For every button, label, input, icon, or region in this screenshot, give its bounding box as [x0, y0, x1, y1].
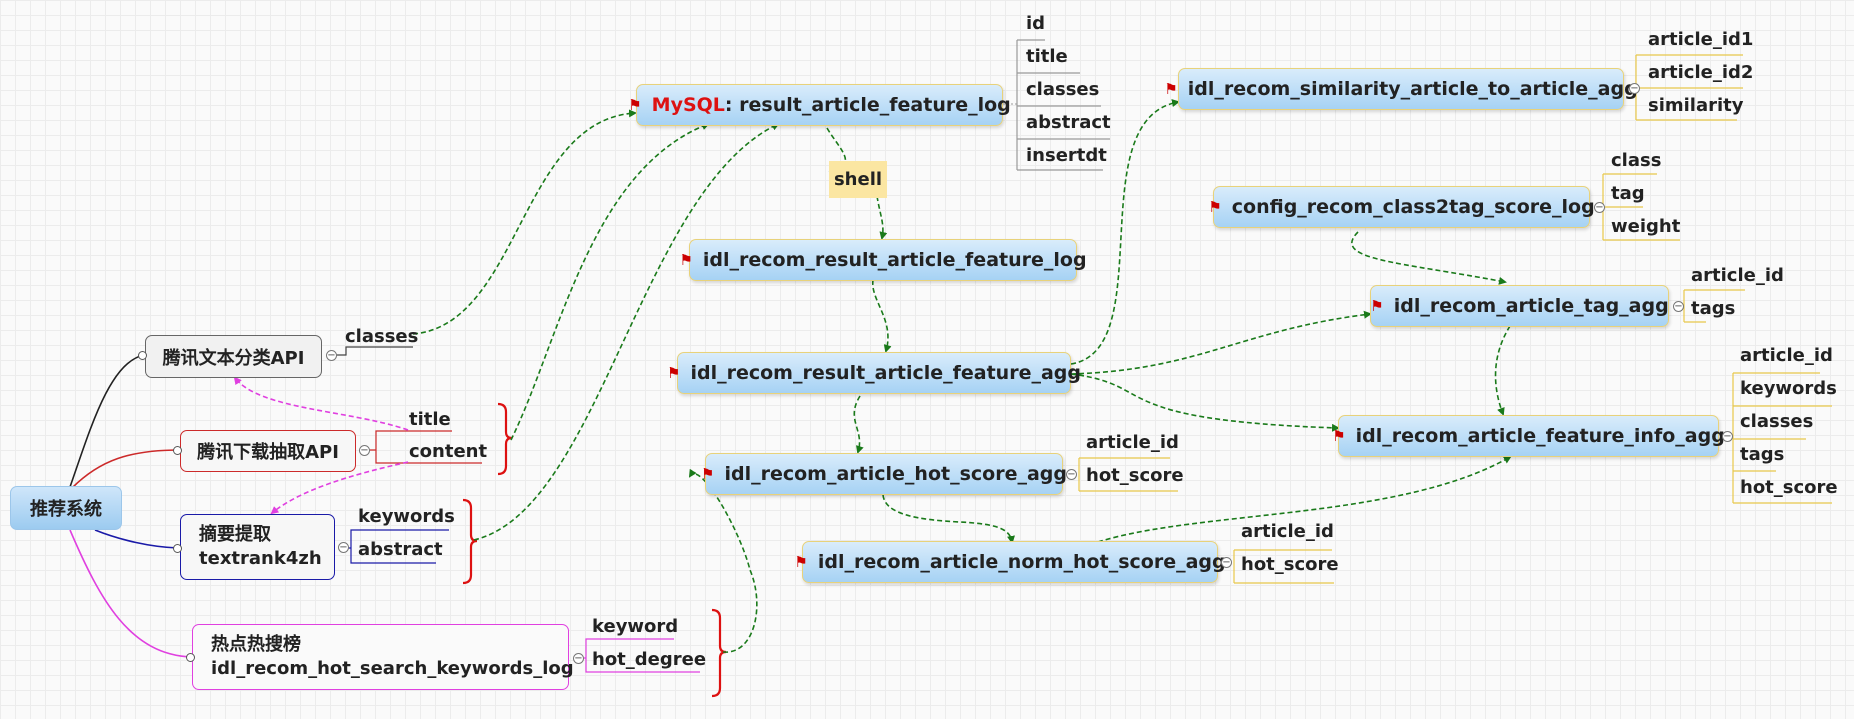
similarity-field-article-id1: article_id1	[1648, 29, 1754, 50]
api-field-abstract: abstract	[358, 539, 443, 560]
hot-search-table-name: idl_recom_hot_search_keywords_log	[211, 658, 574, 679]
tag-agg-field-tags: tags	[1691, 298, 1736, 319]
branch-dot	[138, 351, 147, 360]
branch-dot	[173, 446, 182, 455]
idl-result-article-feature-log-node[interactable]: ⚑ idl_recom_result_article_feature_log	[679, 239, 1087, 281]
dataflow-arrows	[412, 99, 1512, 653]
mysql-result-article-feature-log-node[interactable]: ⚑ MySQL: result_article_feature_log	[628, 84, 1011, 126]
table-name: idl_recom_article_tag_agg	[1393, 295, 1669, 317]
red-flag-icon: ⚑	[701, 465, 715, 483]
shell-label: shell	[829, 161, 887, 198]
red-flag-icon: ⚑	[1164, 80, 1178, 98]
feature-info-field-article-id: article_id	[1740, 345, 1833, 366]
mysql-table-name: : result_article_feature_log	[724, 94, 1011, 116]
class2tag-field-class: class	[1611, 150, 1662, 171]
collapse-minus-icon[interactable]: −	[1221, 557, 1232, 568]
api-field-title: title	[409, 409, 451, 430]
collapse-minus-icon[interactable]: −	[1066, 469, 1077, 480]
red-flag-icon: ⚑	[667, 364, 681, 382]
table-name: idl_recom_article_hot_score_agg	[724, 463, 1067, 485]
red-flag-icon: ⚑	[628, 96, 642, 114]
class2tag-field-tag: tag	[1611, 183, 1645, 204]
idl-article-feature-info-agg-node[interactable]: ⚑ idl_recom_article_feature_info_agg	[1332, 415, 1725, 457]
textrank4zh-label: textrank4zh	[199, 548, 322, 569]
collapse-minus-icon[interactable]: −	[573, 653, 584, 664]
config-class2tag-score-log-node[interactable]: ⚑ config_recom_class2tag_score_log	[1208, 186, 1595, 228]
mysql-field-classes: classes	[1026, 79, 1100, 100]
feature-info-field-tags: tags	[1740, 444, 1785, 465]
summary-extract-node[interactable]: 摘要提取 textrank4zh	[180, 514, 335, 580]
branch-dot	[186, 653, 195, 662]
tag-agg-field-article-id: article_id	[1691, 265, 1784, 286]
collapse-minus-icon[interactable]: −	[359, 445, 370, 456]
red-flag-icon: ⚑	[1332, 427, 1346, 445]
feature-info-field-keywords: keywords	[1740, 378, 1837, 399]
red-flag-icon: ⚑	[679, 251, 693, 269]
collapse-minus-icon[interactable]: −	[1722, 431, 1733, 442]
api-field-hot-degree: hot_degree	[592, 649, 707, 670]
class2tag-field-weight: weight	[1611, 216, 1681, 237]
root-node[interactable]: 推荐系统	[10, 486, 122, 530]
table-name: idl_recom_similarity_article_to_article_…	[1187, 78, 1638, 100]
similarity-field-article-id2: article_id2	[1648, 62, 1754, 83]
red-flag-icon: ⚑	[794, 553, 808, 571]
root-branches	[69, 354, 193, 658]
idl-result-article-feature-agg-node[interactable]: ⚑ idl_recom_result_article_feature_agg	[667, 352, 1081, 394]
red-flag-icon: ⚑	[1370, 297, 1384, 315]
norm-hot-score-field-hot-score: hot_score	[1241, 554, 1339, 575]
similarity-field-similarity: similarity	[1648, 95, 1744, 116]
norm-hot-score-field-article-id: article_id	[1241, 521, 1334, 542]
collapse-minus-icon[interactable]: −	[1629, 83, 1640, 94]
api-field-keywords: keywords	[358, 506, 455, 527]
table-name: idl_recom_result_article_feature_log	[702, 249, 1087, 271]
api-field-content: content	[409, 441, 488, 462]
collapse-minus-icon[interactable]: −	[338, 542, 349, 553]
collapse-minus-icon[interactable]: −	[326, 350, 337, 361]
collapse-minus-icon[interactable]: −	[1594, 202, 1605, 213]
mysql-label: MySQL	[651, 94, 725, 116]
hot-score-field-article-id: article_id	[1086, 432, 1179, 453]
red-flag-icon: ⚑	[1208, 198, 1222, 216]
pink-arrows	[233, 376, 409, 515]
table-name: idl_recom_article_norm_hot_score_agg	[817, 551, 1226, 573]
api-field-keyword: keyword	[592, 616, 679, 637]
feature-info-field-classes: classes	[1740, 411, 1814, 432]
tencent-download-extract-api-node[interactable]: 腾讯下载抽取API	[180, 430, 356, 472]
feature-info-field-hot-score: hot_score	[1740, 477, 1838, 498]
table-name: idl_recom_article_feature_info_agg	[1355, 425, 1725, 447]
idl-similarity-article-to-article-agg-node[interactable]: ⚑ idl_recom_similarity_article_to_article…	[1164, 68, 1638, 110]
tencent-classify-api-node[interactable]: 腾讯文本分类API	[145, 335, 322, 378]
table-name: config_recom_class2tag_score_log	[1231, 196, 1595, 218]
branch-dot	[173, 544, 182, 553]
api-field-connectors	[336, 346, 700, 673]
mysql-field-id: id	[1026, 13, 1046, 34]
table-name: idl_recom_result_article_feature_agg	[690, 362, 1081, 384]
collapse-minus-icon[interactable]: −	[1673, 301, 1684, 312]
summary-extract-label: 摘要提取	[199, 524, 271, 545]
hot-search-title: 热点热搜榜	[211, 634, 301, 655]
hot-score-field-hot-score: hot_score	[1086, 465, 1184, 486]
idl-article-tag-agg-node[interactable]: ⚑ idl_recom_article_tag_agg	[1370, 285, 1669, 327]
mysql-field-title: title	[1026, 46, 1068, 67]
hot-search-node[interactable]: 热点热搜榜 idl_recom_hot_search_keywords_log	[192, 624, 574, 690]
mysql-field-insertdt: insertdt	[1026, 145, 1107, 166]
mysql-field-abstract: abstract	[1026, 112, 1111, 133]
idl-article-hot-score-agg-node[interactable]: ⚑ idl_recom_article_hot_score_agg	[701, 453, 1067, 495]
api-field-classes: classes	[345, 326, 419, 347]
idl-article-norm-hot-score-agg-node[interactable]: ⚑ idl_recom_article_norm_hot_score_agg	[794, 541, 1226, 583]
